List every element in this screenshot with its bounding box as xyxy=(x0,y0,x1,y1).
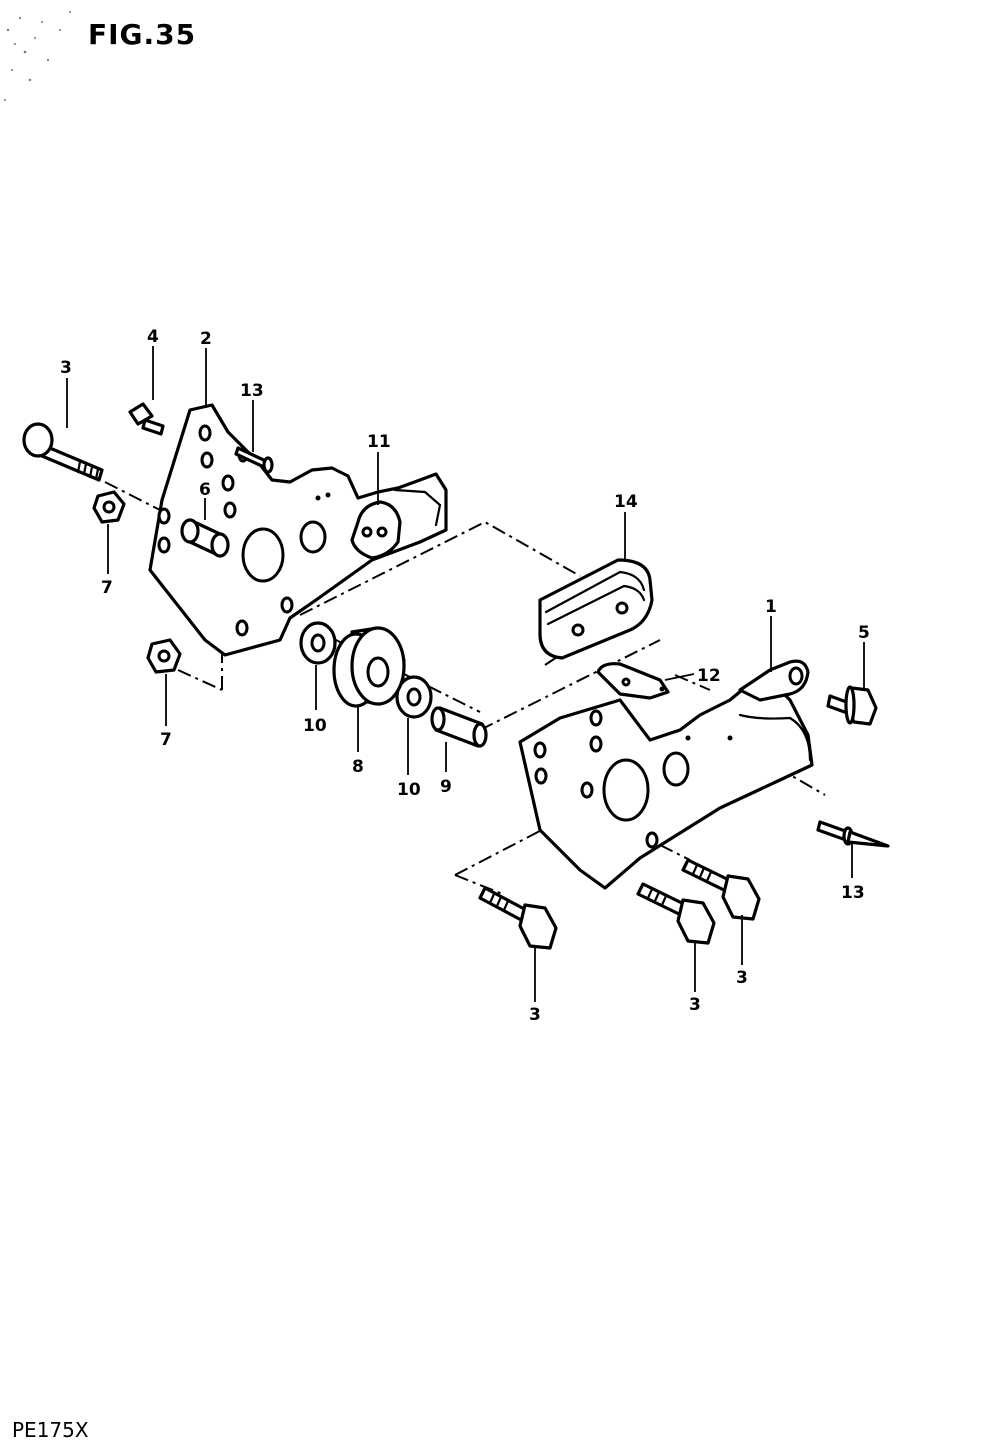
bolt-3-lower-right xyxy=(681,858,761,921)
collar-6 xyxy=(180,518,230,558)
pin-13-lower xyxy=(816,820,890,848)
callout-3: 3 xyxy=(736,968,748,988)
callout-5: 5 xyxy=(858,623,870,643)
callout-14: 14 xyxy=(614,492,638,512)
callout-2: 2 xyxy=(200,329,212,349)
callout-10: 10 xyxy=(397,780,421,800)
washer-10-right xyxy=(395,675,433,719)
callout-3: 3 xyxy=(689,995,701,1015)
callout-3: 3 xyxy=(60,358,72,378)
callout-13: 13 xyxy=(841,883,865,903)
callout-13: 13 xyxy=(240,381,264,401)
roller-8 xyxy=(332,626,406,708)
chain-guide-plate-2 xyxy=(148,403,448,657)
callout-4: 4 xyxy=(147,327,159,347)
chain-guide-plate-1 xyxy=(518,659,814,890)
callout-3: 3 xyxy=(529,1005,541,1025)
callout-7: 7 xyxy=(101,578,113,598)
bolt-4 xyxy=(128,402,165,436)
bolt-5 xyxy=(826,685,878,726)
bolt-3-lower-middle xyxy=(636,882,716,945)
callout-9: 9 xyxy=(440,777,452,797)
callout-1: 1 xyxy=(765,597,777,617)
bolt-3-lower-left xyxy=(478,886,558,950)
washer-10-left xyxy=(299,621,337,665)
pin-13-upper xyxy=(234,446,274,474)
leader-lines xyxy=(66,346,865,1002)
scan-noise xyxy=(4,11,71,101)
nut-7-upper xyxy=(92,490,126,524)
callout-10: 10 xyxy=(303,716,327,736)
figure-title: FIG.35 xyxy=(88,18,197,51)
callout-6: 6 xyxy=(199,480,211,500)
model-label: PE175X xyxy=(12,1418,89,1442)
callout-11: 11 xyxy=(367,432,391,452)
callout-12: 12 xyxy=(697,666,721,686)
slider-pad-11 xyxy=(350,500,402,560)
nut-7-lower xyxy=(146,638,182,674)
bracket-12 xyxy=(596,662,670,700)
callout-numbers: 3 4 2 13 11 6 7 7 10 8 10 9 14 1 12 5 13… xyxy=(60,327,870,1025)
bolt-3-upper xyxy=(22,422,104,482)
callout-7: 7 xyxy=(160,730,172,750)
callout-8: 8 xyxy=(352,757,364,777)
spacer-9 xyxy=(430,706,488,748)
slider-block-14 xyxy=(538,558,654,660)
